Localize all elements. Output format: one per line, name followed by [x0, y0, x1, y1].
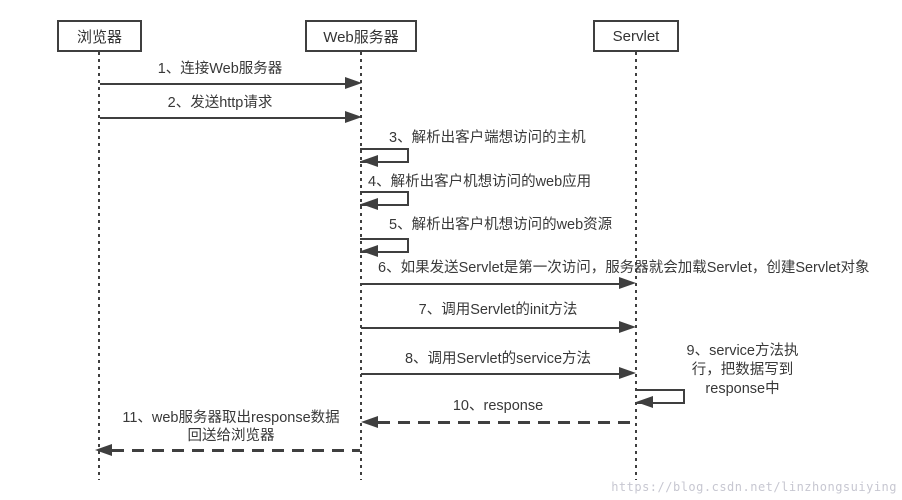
- actor-box-webserver: Web服务器: [305, 20, 417, 52]
- message-11-arrowhead-icon: [95, 444, 112, 456]
- message-6-arrowhead-icon: [619, 277, 636, 289]
- actor-label-webserver: Web服务器: [323, 28, 399, 46]
- message-3-self-loop: [360, 148, 409, 163]
- message-8-label: 8、调用Servlet的service方法: [404, 351, 592, 367]
- message-8-line: [361, 373, 621, 375]
- message-4-self-loop: [360, 191, 409, 206]
- watermark-url: https://blog.csdn.net/linzhongsuiying: [611, 480, 897, 494]
- message-7-arrowhead-icon: [619, 321, 636, 333]
- message-5-arrowhead-icon: [361, 245, 378, 257]
- lifeline-webserver: [360, 52, 362, 480]
- message-1-line: [100, 83, 346, 85]
- actor-box-browser: 浏览器: [57, 20, 142, 52]
- message-4-label: 4、解析出客户机想访问的web应用: [368, 174, 592, 190]
- message-3-arrowhead-icon: [361, 155, 378, 167]
- message-1-label: 1、连接Web服务器: [157, 61, 283, 77]
- message-10-label: 10、response: [452, 398, 544, 414]
- message-2-label: 2、发送http请求: [167, 95, 273, 111]
- message-9-arrowhead-icon: [636, 396, 653, 408]
- lifeline-browser: [98, 52, 100, 480]
- lifeline-servlet: [635, 52, 637, 480]
- message-5-label: 5、解析出客户机想访问的web资源: [389, 217, 613, 233]
- message-6-line: [361, 283, 621, 285]
- message-3-label: 3、解析出客户端想访问的主机: [389, 130, 586, 146]
- message-1-arrowhead-icon: [345, 77, 362, 89]
- message-11-line: [112, 449, 360, 452]
- message-10-line: [378, 421, 635, 424]
- message-2-arrowhead-icon: [345, 111, 362, 123]
- message-10-arrowhead-icon: [361, 416, 378, 428]
- message-7-line: [361, 327, 621, 329]
- actor-box-servlet: Servlet: [593, 20, 679, 52]
- message-8-arrowhead-icon: [619, 367, 636, 379]
- message-7-label: 7、调用Servlet的init方法: [418, 302, 578, 318]
- message-5-self-loop: [360, 238, 409, 253]
- message-9-label: 9、service方法执 行，把数据写到 response中: [686, 343, 799, 397]
- message-4-arrowhead-icon: [361, 198, 378, 210]
- message-11-label: 11、web服务器取出response数据 回送给浏览器: [122, 410, 340, 444]
- actor-label-browser: 浏览器: [76, 28, 122, 46]
- message-6-label: 6、如果发送Servlet是第一次访问，服务器就会加载Servlet，创建Ser…: [378, 260, 870, 276]
- message-9-self-loop: [635, 389, 685, 404]
- message-2-line: [100, 117, 346, 119]
- actor-label-servlet: Servlet: [612, 27, 660, 45]
